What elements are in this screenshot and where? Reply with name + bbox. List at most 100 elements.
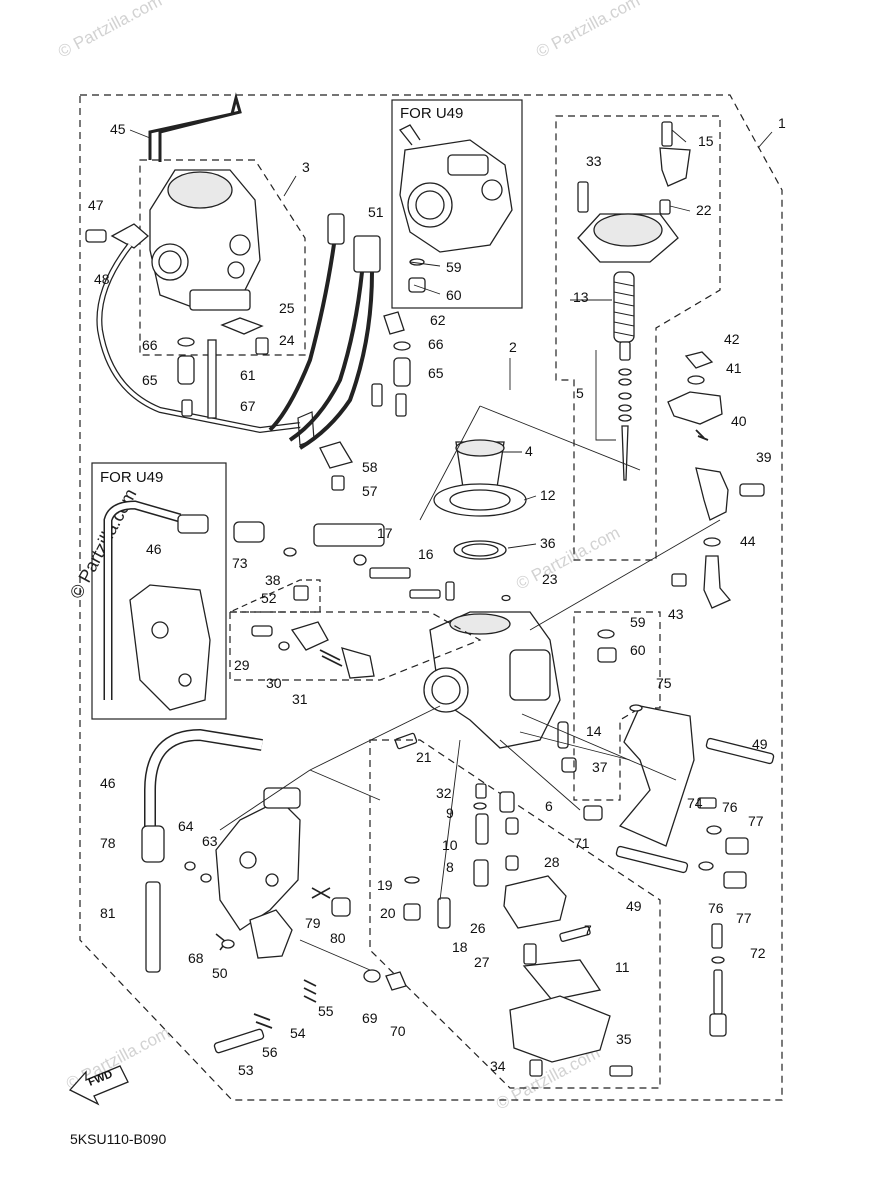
float-bowl	[509, 995, 611, 1063]
part-number-64: 64	[178, 818, 194, 834]
part-number-22: 22	[696, 202, 712, 218]
part-number-11: 11	[615, 959, 630, 975]
screw-27	[523, 943, 537, 965]
part-number-39: 39	[756, 449, 772, 465]
joint-48	[110, 223, 149, 249]
o-ring-66b	[393, 341, 411, 351]
part-number-40: 40	[731, 413, 747, 429]
part-number-24: 24	[279, 332, 295, 348]
plug-28	[505, 855, 519, 871]
clamp-67	[297, 411, 315, 446]
part-number-43: 43	[668, 606, 684, 622]
part-number-45: 45	[110, 121, 126, 137]
jet-needle-5	[621, 425, 629, 481]
part-number-14: 14	[586, 723, 602, 739]
top-cap-group-outline	[555, 115, 721, 561]
part-number-76: 76	[708, 900, 724, 916]
bolt-49a	[705, 737, 775, 765]
clip-63	[200, 873, 212, 883]
bracket-58	[319, 441, 353, 469]
screw-35	[609, 1065, 633, 1077]
inset-left-label: FOR U49	[100, 469, 163, 486]
washer-9	[473, 802, 487, 810]
part-number-67: 67	[240, 398, 256, 414]
part-number-21: 21	[416, 749, 432, 765]
washer-76b	[698, 861, 714, 871]
carb-top-cap	[167, 171, 233, 209]
part-number-48: 48	[94, 271, 110, 287]
part-number-49: 49	[752, 736, 768, 752]
throttle-bracket	[618, 705, 695, 847]
nut-77a	[725, 837, 749, 855]
plunger-assembly-17	[313, 523, 385, 547]
spring-54	[253, 1013, 273, 1029]
nipple-65a	[177, 355, 195, 385]
part-number-32: 32	[436, 785, 452, 801]
float-bowl-group	[369, 721, 661, 1089]
drain-18	[437, 897, 451, 929]
part-number-75: 75	[656, 675, 672, 691]
main-jet-10	[475, 813, 489, 845]
part-number-59: 59	[630, 614, 646, 630]
carburetor-main-body	[394, 581, 561, 750]
part-number-57: 57	[362, 483, 378, 499]
screw-74	[697, 797, 717, 809]
part-number-66: 66	[142, 337, 158, 353]
part-number-66: 66	[428, 336, 444, 352]
part-number-15: 15	[698, 133, 714, 149]
part-number-76: 76	[722, 799, 738, 815]
lever-40	[667, 391, 723, 425]
clip-79	[311, 887, 331, 899]
part-number-10: 10	[442, 837, 458, 853]
inset-top-frame	[391, 99, 523, 309]
inset-top-label: FOR U49	[400, 105, 463, 122]
part-number-1: 1	[778, 115, 786, 131]
part-number-16: 16	[418, 546, 434, 562]
collar-71	[583, 805, 603, 821]
jet-21	[394, 732, 418, 750]
screw-29	[251, 625, 273, 637]
part-number-65: 65	[428, 365, 444, 381]
part-number-74: 74	[687, 795, 703, 811]
fwd-arrow-icon	[68, 1065, 129, 1106]
throttle-linkage-group	[573, 611, 775, 1037]
part-number-81: 81	[100, 905, 116, 921]
diagram-code: 5KSU110-B090	[70, 1131, 166, 1147]
part-number-27: 27	[474, 954, 490, 970]
part-number-29: 29	[234, 657, 250, 673]
part-number-62: 62	[430, 312, 446, 328]
part-number-5: 5	[576, 385, 584, 401]
cover-31	[290, 621, 329, 651]
part-number-59: 59	[446, 259, 462, 275]
joint-78	[141, 825, 165, 863]
part-number-78: 78	[100, 835, 116, 851]
part-number-58: 58	[362, 459, 378, 475]
part-number-47: 47	[88, 197, 104, 213]
part-number-26: 26	[470, 920, 486, 936]
throttle-body-bracket	[215, 799, 301, 931]
ring-38	[283, 547, 297, 557]
plug-20	[403, 903, 421, 921]
nipple-65b	[393, 357, 411, 387]
pilot-screw-14	[557, 721, 569, 749]
washer-30	[278, 641, 290, 651]
collar-52	[293, 585, 309, 601]
part-number-3: 3	[302, 159, 310, 175]
spring-40	[695, 429, 709, 441]
washer-44	[703, 537, 721, 547]
carburetor-assembly-3	[85, 92, 301, 434]
bolt-49b	[615, 845, 689, 874]
connector-left	[327, 213, 345, 245]
part-number-73: 73	[232, 555, 248, 571]
connector-51	[353, 235, 381, 273]
part-number-19: 19	[377, 877, 393, 893]
part-number-49: 49	[626, 898, 642, 914]
part-number-18: 18	[452, 939, 468, 955]
watermark-text: © Partzilla.com	[533, 0, 643, 62]
part-number-79: 79	[305, 915, 321, 931]
hose-61	[207, 339, 217, 419]
part-number-60: 60	[446, 287, 462, 303]
inset-plug-60	[408, 277, 426, 293]
throttle-stop-screw-72	[713, 969, 723, 1015]
inset-top-u49: FOR U49	[391, 99, 523, 309]
